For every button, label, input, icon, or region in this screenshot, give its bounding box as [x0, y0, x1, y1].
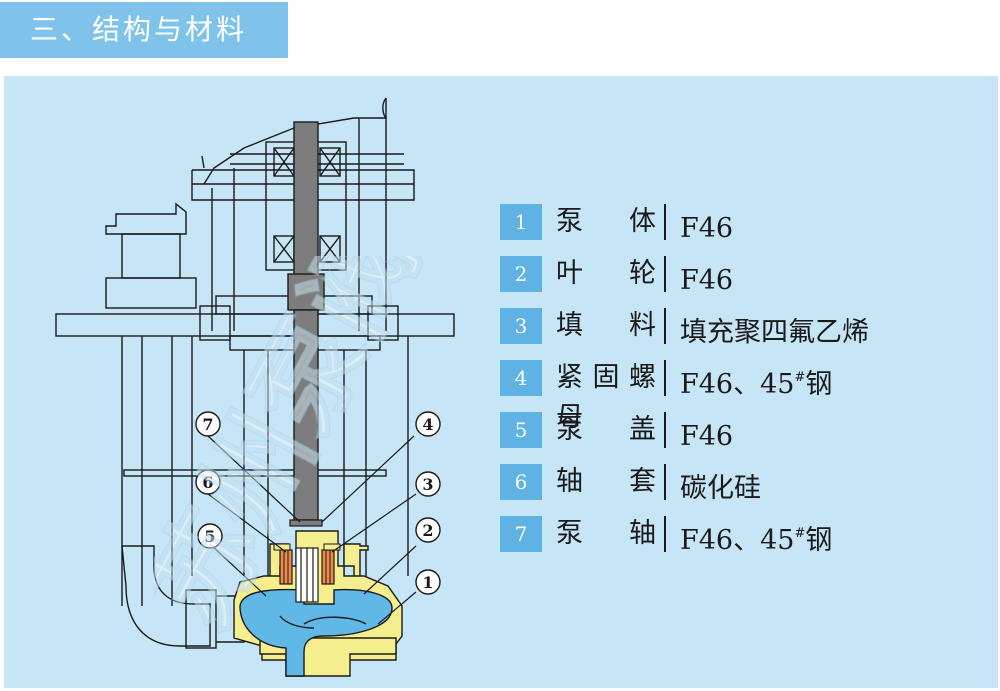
part-name: 泵体: [556, 206, 656, 237]
separator: [664, 464, 666, 500]
part-row: 3 填料 填充聚四氟乙烯: [500, 306, 920, 348]
part-name: 泵盖: [556, 414, 656, 445]
structure-panel: 7 4 6 3 5 2 1 苏州泵阀 1 泵体 F46 2 叶轮 F46 3 填…: [4, 76, 998, 688]
part-row: 2 叶轮 F46: [500, 254, 920, 296]
callout-5: 5: [204, 527, 215, 546]
part-number: 6: [500, 464, 542, 500]
part-material: F46、45#钢: [680, 369, 833, 400]
callout-3: 3: [422, 475, 433, 494]
part-row: 4 紧固螺母 F46、45#钢: [500, 358, 920, 433]
part-material: F46、45#钢: [680, 525, 833, 556]
part-row: 1 泵体 F46: [500, 202, 920, 244]
part-number: 3: [500, 308, 542, 344]
pump-cross-section-diagram: 7 4 6 3 5 2 1: [55, 97, 455, 677]
part-material: 碳化硅: [680, 473, 761, 504]
callout-2: 2: [422, 521, 433, 540]
part-number: 4: [500, 360, 542, 396]
part-name: 紧固螺母: [556, 362, 656, 433]
callout-leaders: [207, 435, 417, 625]
separator: [664, 256, 666, 292]
part-number: 1: [500, 204, 542, 240]
part-name: 泵轴: [556, 518, 656, 549]
section-title: 三、结构与材料: [0, 2, 288, 58]
pump-shaft: [293, 121, 319, 285]
part-material: F46: [680, 421, 734, 452]
part-name: 轴套: [556, 466, 656, 497]
separator: [664, 308, 666, 344]
part-row: 7 泵轴 F46、45#钢: [500, 514, 920, 556]
callout-6: 6: [202, 473, 213, 492]
part-name: 填料: [556, 310, 656, 341]
separator: [664, 412, 666, 448]
part-material: 填充聚四氟乙烯: [680, 317, 869, 348]
pump-outline: [55, 97, 455, 649]
callout-1: 1: [422, 573, 433, 592]
part-material: F46: [680, 213, 734, 244]
part-row: 6 轴套 碳化硅: [500, 462, 920, 504]
part-material: F46: [680, 265, 734, 296]
separator: [664, 204, 666, 240]
part-number: 2: [500, 256, 542, 292]
part-number: 5: [500, 412, 542, 448]
part-name: 叶轮: [556, 258, 656, 289]
callout-4: 4: [422, 415, 433, 434]
callout-7: 7: [202, 415, 213, 434]
part-row: 5 泵盖 F46: [500, 410, 920, 452]
callout-circles: [195, 411, 441, 595]
part-number: 7: [500, 516, 542, 552]
separator: [664, 516, 666, 552]
separator: [664, 360, 666, 396]
